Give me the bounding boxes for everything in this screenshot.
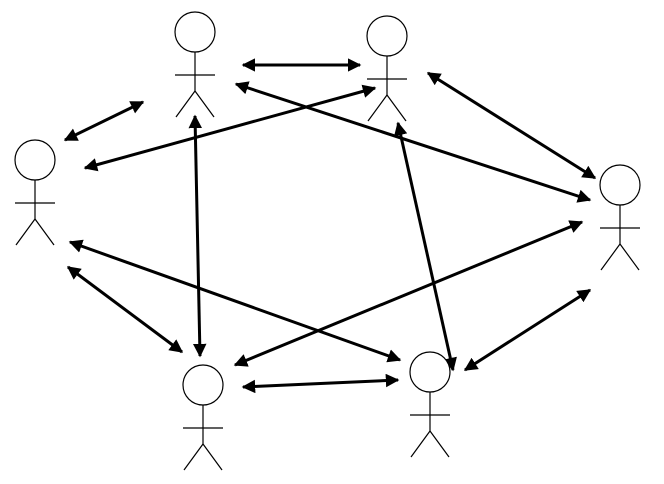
head bbox=[599, 164, 641, 206]
edge-left-top-right bbox=[83, 84, 377, 172]
stick-figure-icon bbox=[599, 164, 641, 271]
edge-left-top-left bbox=[63, 100, 145, 142]
head bbox=[409, 351, 451, 393]
stick-figure-icon bbox=[409, 351, 451, 458]
right-leg bbox=[429, 430, 450, 458]
head bbox=[14, 139, 56, 181]
right-leg bbox=[386, 94, 407, 122]
left-leg bbox=[410, 430, 431, 458]
left-leg bbox=[15, 218, 36, 246]
edge-bottom-left-right bbox=[233, 220, 584, 367]
stick-figure-icon bbox=[14, 139, 56, 246]
right-leg bbox=[34, 218, 55, 246]
edge-bottom-right-right bbox=[463, 288, 592, 372]
edge-top-left-bottom-left bbox=[188, 114, 207, 358]
edge-bottom-left-bottom-right bbox=[241, 373, 400, 394]
head bbox=[366, 15, 408, 57]
left-leg bbox=[183, 443, 204, 471]
edge-top-right-right bbox=[426, 71, 597, 180]
right-leg bbox=[194, 90, 215, 118]
head bbox=[182, 364, 224, 406]
left-leg bbox=[600, 243, 621, 271]
right-leg bbox=[202, 443, 223, 471]
right-leg bbox=[619, 243, 640, 271]
left-leg bbox=[175, 90, 196, 118]
left-leg bbox=[367, 94, 388, 122]
stick-figure-icon bbox=[174, 11, 216, 118]
stick-figure-icon bbox=[182, 364, 224, 471]
stick-figure-icon bbox=[366, 15, 408, 122]
edge-top-right-bottom-right bbox=[394, 121, 457, 372]
edge-left-bottom-left bbox=[66, 265, 184, 354]
edge-left-bottom-right bbox=[68, 239, 402, 363]
head bbox=[174, 11, 216, 53]
